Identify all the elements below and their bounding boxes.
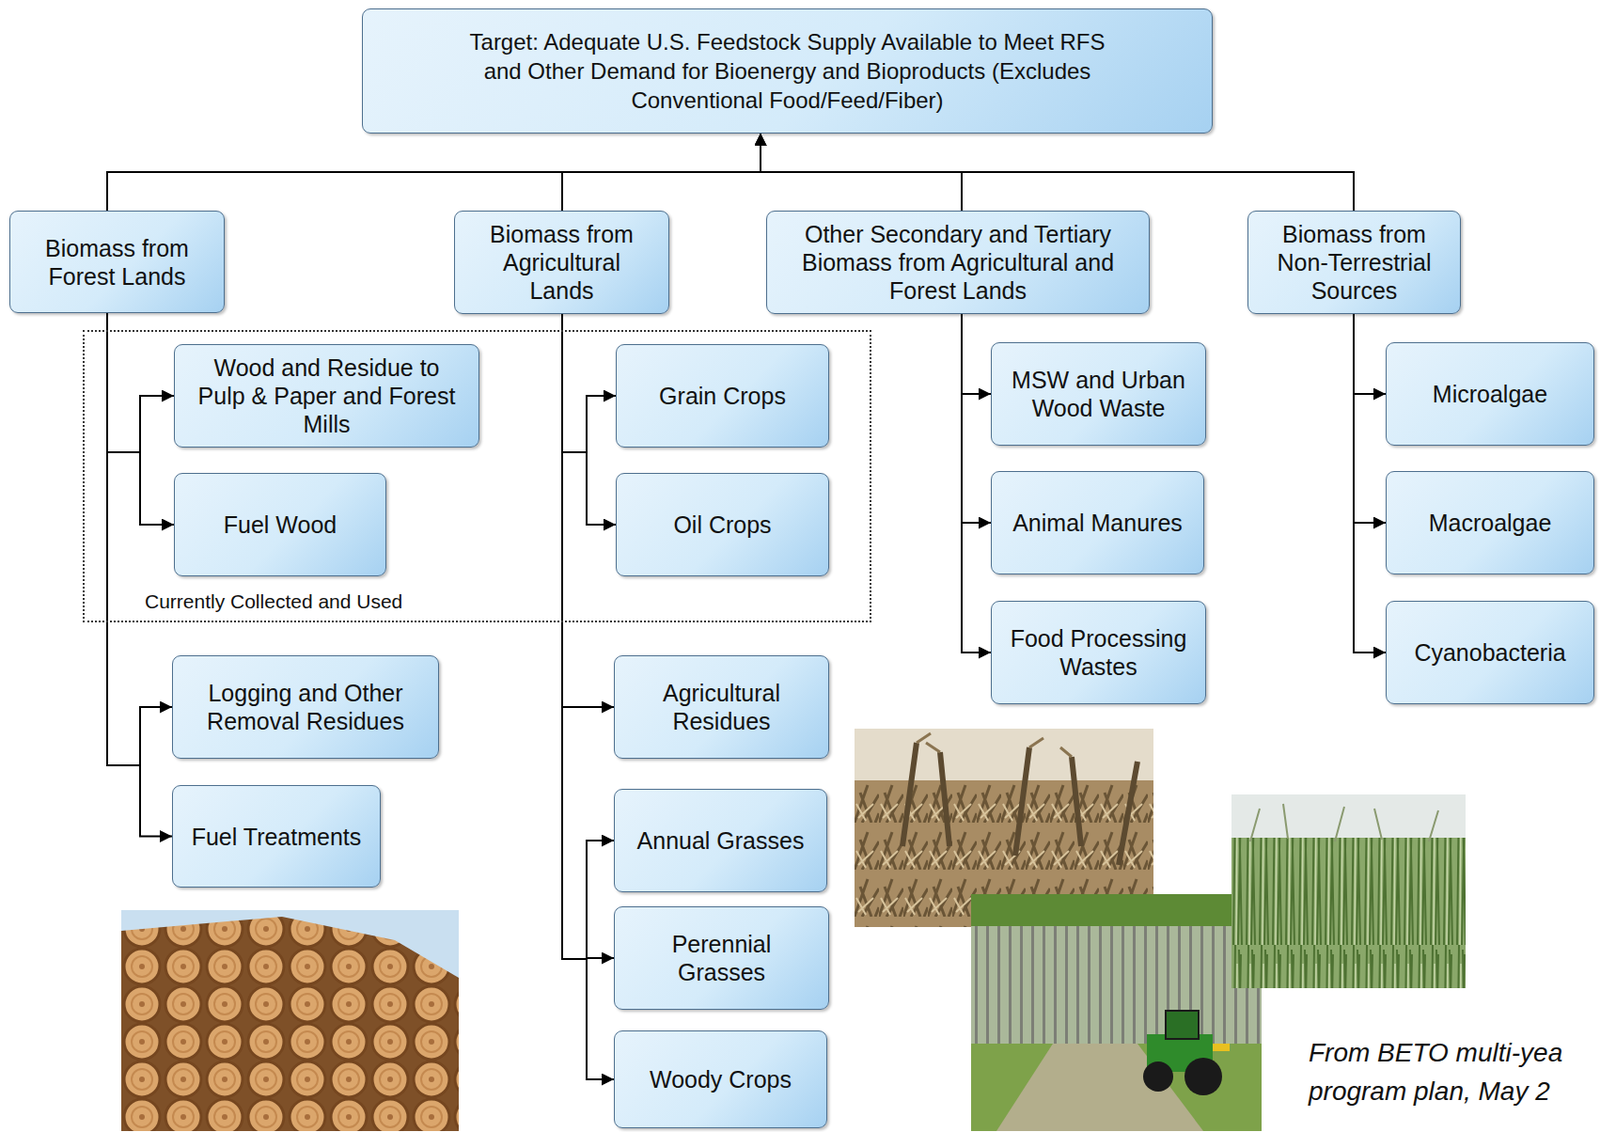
connector-arrow: [562, 313, 614, 1080]
log-pile-photo: [121, 909, 459, 1131]
corn-stubble-photo: [916, 733, 1072, 757]
corn-stubble-photo: [902, 742, 1138, 865]
box-label: Woody Crops: [649, 1065, 792, 1094]
category-box: Biomass from Agricultural Lands: [454, 210, 670, 314]
box-label: Grain Crops: [658, 381, 786, 410]
source-box: Agricultural Residues: [613, 655, 830, 759]
box-label: Perennial Grasses: [627, 929, 816, 987]
box-label: Logging and Other Removal Residues: [186, 678, 425, 736]
connector-arrow: [107, 313, 173, 766]
connector-arrow: [562, 313, 614, 707]
category-box: Biomass from Non-Terrestrial Sources: [1247, 210, 1461, 314]
connector-arrow: [1353, 313, 1386, 523]
connector-arrow: [1353, 313, 1386, 394]
poplar-plantation-photo: [1165, 1010, 1199, 1039]
box-label: Agricultural Residues: [627, 678, 816, 736]
poplar-plantation-photo: [971, 894, 1262, 1131]
source-box: Annual Grasses: [613, 788, 828, 893]
category-box: Biomass from Forest Lands: [9, 210, 225, 314]
switchgrass-photo: [1231, 837, 1466, 989]
goal-box: Target: Adequate U.S. Feedstock Supply A…: [361, 8, 1213, 134]
poplar-plantation-photo: [971, 1043, 1262, 1131]
poplar-plantation-photo: [971, 925, 1262, 1049]
connector-arrow: [562, 313, 614, 959]
source-box: Grain Crops: [615, 344, 830, 448]
connector-arrow: [562, 313, 616, 453]
connector-arrow: [107, 313, 174, 453]
box-label: Biomass from Forest Lands: [23, 234, 211, 291]
box-label: Cyanobacteria: [1413, 638, 1566, 667]
poplar-plantation-photo: [1143, 1061, 1174, 1092]
source-box: Microalgae: [1385, 342, 1595, 446]
connector-arrow: [961, 313, 991, 394]
source-box: Woody Crops: [613, 1030, 828, 1129]
log-pile-photo: [121, 916, 459, 1131]
poplar-plantation-photo: [971, 894, 1262, 1131]
switchgrass-photo: [1231, 794, 1466, 989]
box-label: Fuel Wood: [223, 510, 337, 539]
connector-arrow: [1353, 313, 1386, 653]
box-label: Oil Crops: [673, 510, 771, 539]
connector-arrow: [760, 133, 1354, 211]
source-box: Logging and Other Removal Residues: [172, 655, 440, 759]
grouping-region: Currently Collected and Used Wood and Res…: [82, 329, 872, 623]
source-box: Perennial Grasses: [613, 906, 830, 1010]
connector-arrow: [562, 313, 616, 525]
connector-arrow: [107, 313, 174, 525]
switchgrass-photo: [1231, 794, 1466, 989]
poplar-plantation-photo: [1212, 1043, 1230, 1051]
connector-arrow: [107, 313, 173, 837]
source-box: Fuel Wood: [173, 472, 387, 577]
source-box: Wood and Residue to Pulp & Paper and For…: [173, 344, 480, 448]
source-box: Food Processing Wastes: [990, 600, 1207, 705]
box-label: Annual Grasses: [637, 826, 805, 855]
box-label: Biomass from Agricultural Lands: [468, 219, 656, 305]
source-box: Fuel Treatments: [172, 784, 381, 888]
connector-arrow: [961, 313, 991, 653]
box-label: Target: Adequate U.S. Feedstock Supply A…: [456, 27, 1118, 116]
source-box: Cyanobacteria: [1385, 600, 1595, 705]
source-box: Macroalgae: [1385, 470, 1595, 575]
log-pile-photo: [121, 909, 459, 1131]
box-label: MSW and Urban Wood Waste: [1004, 365, 1193, 423]
box-label: Food Processing Wastes: [1004, 624, 1193, 681]
source-box: MSW and Urban Wood Waste: [990, 342, 1207, 446]
poplar-plantation-photo: [1184, 1057, 1223, 1096]
connector-arrow: [562, 133, 761, 211]
box-label: Fuel Treatments: [191, 822, 362, 851]
source-box: Oil Crops: [615, 472, 830, 577]
switchgrass-photo: [1250, 803, 1439, 842]
box-label: Other Secondary and Tertiary Biomass fro…: [780, 219, 1136, 305]
box-label: Biomass from Non-Terrestrial Sources: [1261, 219, 1447, 305]
region-label: Currently Collected and Used: [144, 589, 403, 613]
source-caption: From BETO multi-yea program plan, May 2: [1308, 1034, 1591, 1111]
box-label: Macroalgae: [1428, 508, 1553, 537]
box-label: Wood and Residue to Pulp & Paper and For…: [188, 353, 466, 439]
connector-arrow: [107, 133, 761, 211]
source-box: Animal Manures: [990, 470, 1205, 575]
connector-arrow: [562, 313, 614, 959]
box-label: Animal Manures: [1012, 508, 1183, 537]
category-box: Other Secondary and Tertiary Biomass fro…: [766, 210, 1150, 314]
connector-arrow: [961, 313, 991, 523]
box-label: Microalgae: [1432, 379, 1548, 408]
